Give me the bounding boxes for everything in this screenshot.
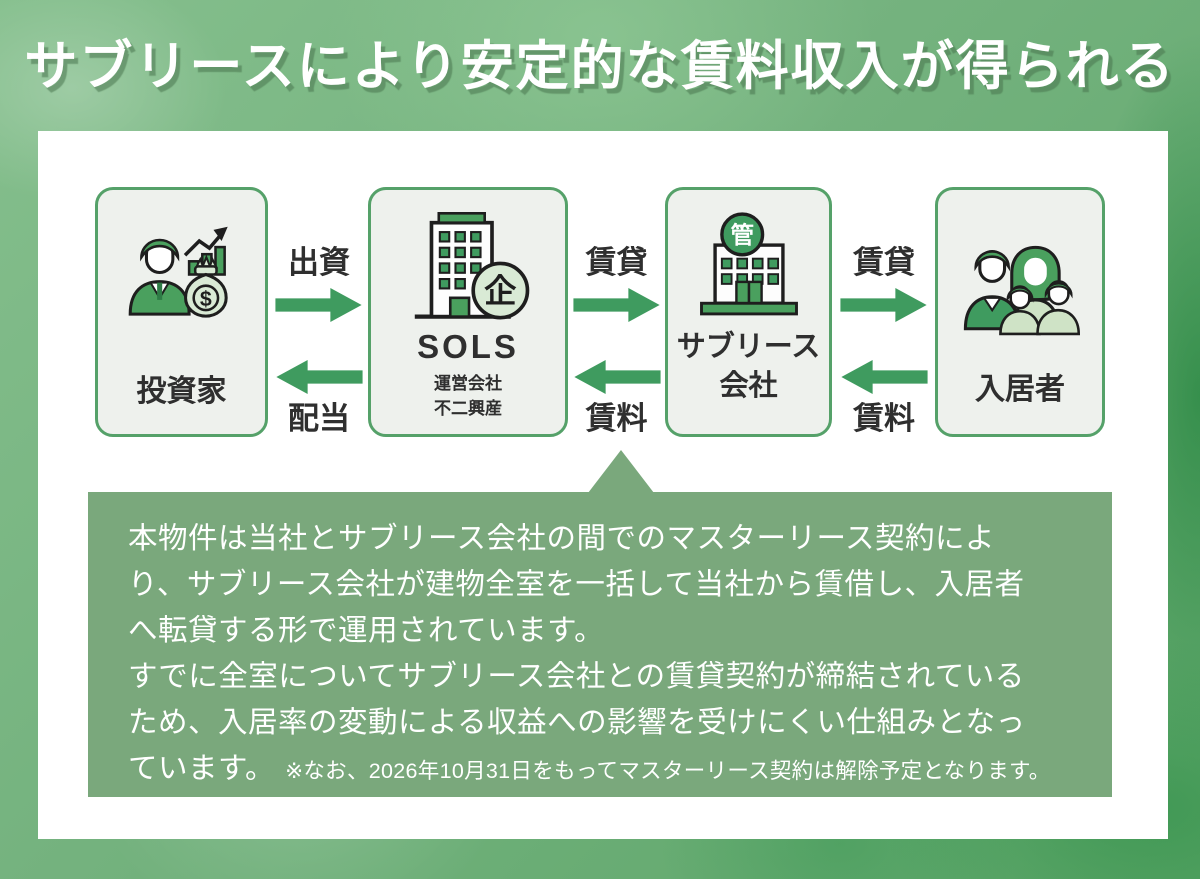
tenant-label: 入居者 bbox=[975, 372, 1065, 406]
flow-label-rent: 賃料 bbox=[853, 401, 915, 436]
arrow-right-icon bbox=[572, 287, 660, 323]
investor-icon: $ bbox=[128, 226, 228, 318]
sols-subtitle: 運営会社 不二興産 bbox=[434, 374, 502, 418]
flow-label-investment: 出資 bbox=[288, 245, 350, 280]
flow-label-rent: 賃料 bbox=[585, 401, 648, 436]
family-icon bbox=[963, 245, 1080, 336]
company-badge: 企 bbox=[484, 273, 517, 309]
arrow-right-icon bbox=[840, 287, 927, 323]
flow-investor-sols: 出資 配当 bbox=[270, 187, 368, 437]
dollar-symbol: $ bbox=[199, 287, 211, 311]
page-title: サブリースにより安定的な賃料収入が得られる bbox=[24, 37, 1176, 96]
arrow-left-icon bbox=[841, 359, 928, 395]
tenant-box: 入居者 bbox=[935, 187, 1105, 437]
flow-sublease-tenant: 賃貸 賃料 bbox=[833, 187, 935, 437]
sols-box: 企 SOLS 運営会社 不二興産 bbox=[368, 187, 568, 437]
sublease-company-label: サブリース 会社 bbox=[676, 331, 821, 403]
sublease-company-box: 管 サブリース 会社 bbox=[665, 187, 832, 437]
callout-pointer-triangle bbox=[588, 450, 654, 493]
management-badge: 管 bbox=[730, 222, 753, 248]
explanation-text: 本物件は当社とサブリース会社の間でのマスターリース契約によ り、サブリース会社が… bbox=[128, 516, 1074, 792]
arrow-left-icon bbox=[573, 359, 661, 395]
explanation-box: 本物件は当社とサブリース会社の間でのマスターリース契約によ り、サブリース会社が… bbox=[88, 492, 1112, 797]
arrow-left-icon bbox=[276, 359, 363, 395]
investor-box: $ 投資家 bbox=[95, 187, 268, 437]
explanation-footnote: ※なお、2026年10月31日をもってマスターリース契約は解除予定となります。 bbox=[285, 759, 1051, 783]
sols-name: SOLS bbox=[417, 328, 519, 365]
company-building-icon: 企 bbox=[414, 212, 530, 320]
flow-label-dividend: 配当 bbox=[288, 401, 350, 436]
sublease-building-icon: 管 bbox=[699, 212, 798, 316]
explanation-body: 本物件は当社とサブリース会社の間でのマスターリース契約によ り、サブリース会社が… bbox=[128, 522, 1026, 785]
arrow-right-icon bbox=[275, 287, 362, 323]
flow-label-lease: 賃貸 bbox=[585, 245, 648, 280]
flow-label-lease: 賃貸 bbox=[853, 245, 915, 280]
flow-sols-sublease: 賃貸 賃料 bbox=[568, 187, 665, 437]
investor-label: 投資家 bbox=[136, 374, 227, 408]
